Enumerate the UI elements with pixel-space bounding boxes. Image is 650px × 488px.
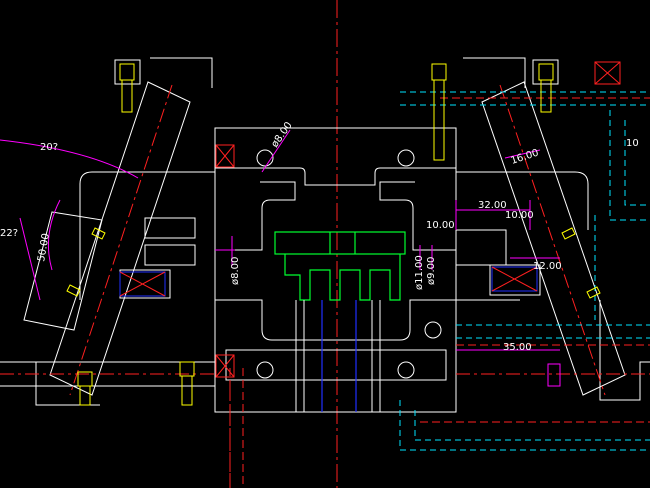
left-angle-pin-centerline <box>0 84 231 488</box>
dim-pin-dia-top: ø8.00 <box>269 120 294 150</box>
core-insert <box>274 231 406 301</box>
cooling-channels <box>229 97 650 488</box>
dim-right-10-top: 10 <box>626 138 639 149</box>
right-angle-pin-centerline <box>456 84 650 396</box>
section-markers <box>119 61 621 378</box>
dim-right-35: 35.00 <box>503 342 532 353</box>
ejector-pins <box>321 300 357 412</box>
dimension-lines <box>0 129 560 351</box>
dim-right-12: 12.00 <box>533 261 562 272</box>
dim-right-10-a: 10.00 <box>426 220 455 231</box>
right-slide-assembly <box>455 57 650 401</box>
hidden-lines-right <box>399 91 650 451</box>
dim-right-32: 32.00 <box>478 200 507 211</box>
center-mold-block <box>214 127 457 413</box>
dim-bore-dia-a: ø11.00 <box>414 255 425 290</box>
dim-pin-dia-left: ø8.00 <box>230 257 241 285</box>
dim-bore-dia-b: ø9.00 <box>426 257 437 285</box>
ejector-pin-outlines <box>295 300 381 412</box>
right-angle-pin <box>481 81 626 396</box>
screws <box>66 63 601 406</box>
dim-right-16: 16.00 <box>510 148 541 167</box>
left-slide-assembly <box>0 57 215 406</box>
left-angle-pin <box>23 81 191 396</box>
dim-left-angle: 22? <box>0 228 18 239</box>
dim-right-10-b: 10.00 <box>505 210 534 221</box>
dim-slot-length: 50.00 <box>36 232 52 262</box>
dim-arc-angle: 20? <box>40 142 58 153</box>
